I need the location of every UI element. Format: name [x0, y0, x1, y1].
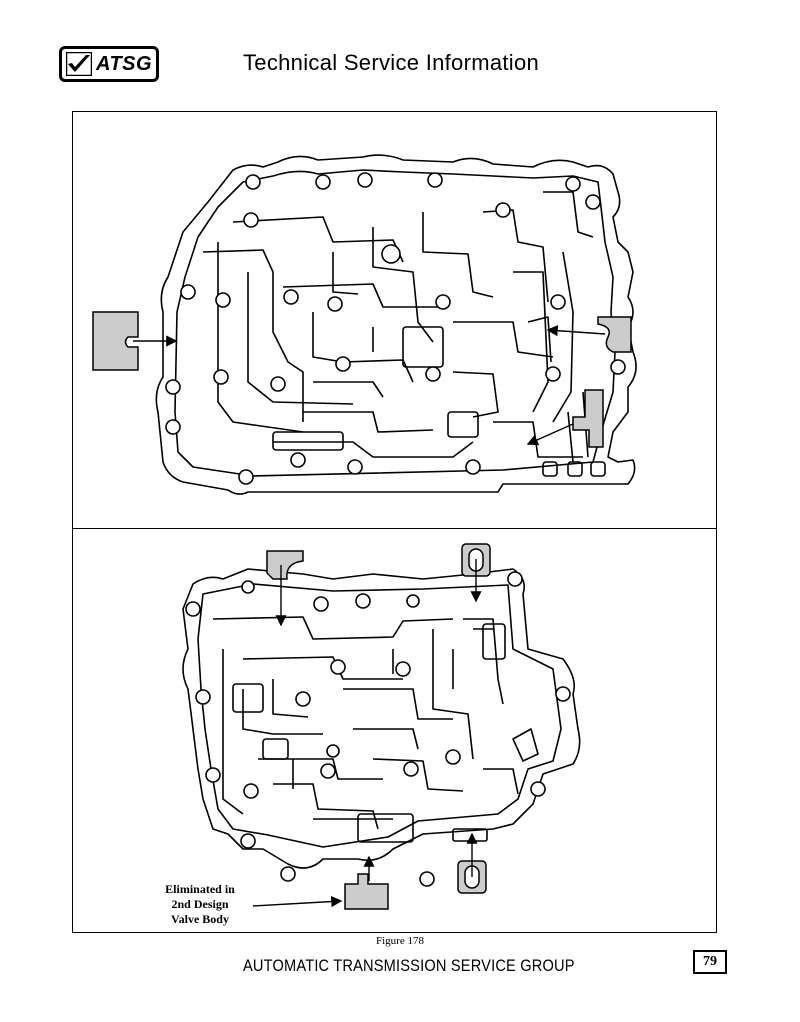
notched-plate-part-right [597, 316, 632, 353]
slotted-plate-part-left [92, 311, 139, 371]
valve-body-figure-bottom [72, 528, 717, 933]
eliminated-part-callout: Eliminated in 2nd Design Valve Body [150, 882, 250, 927]
page-number: 79 [693, 950, 727, 974]
footer-text: AUTOMATIC TRANSMISSION SERVICE GROUP [243, 956, 575, 975]
page-title: Technical Service Information [243, 50, 540, 75]
callout-line-1: Eliminated in [165, 882, 235, 896]
valve-body-figure-top [72, 111, 717, 529]
logo-text: ATSG [96, 52, 153, 75]
callout-line-2: 2nd Design [171, 897, 229, 911]
valve-body-diagram-top [92, 154, 637, 495]
checkmark-logo-icon [66, 52, 92, 76]
valve-body-diagram-bottom [182, 543, 581, 910]
eliminated-plate-part [344, 873, 389, 910]
callout-line-3: Valve Body [171, 912, 229, 926]
stepped-plate-part-right [572, 389, 604, 448]
atsg-logo: ATSG [59, 46, 159, 82]
figure-caption: Figure 178 [376, 935, 424, 947]
notched-plate-part-top-left [266, 550, 304, 580]
